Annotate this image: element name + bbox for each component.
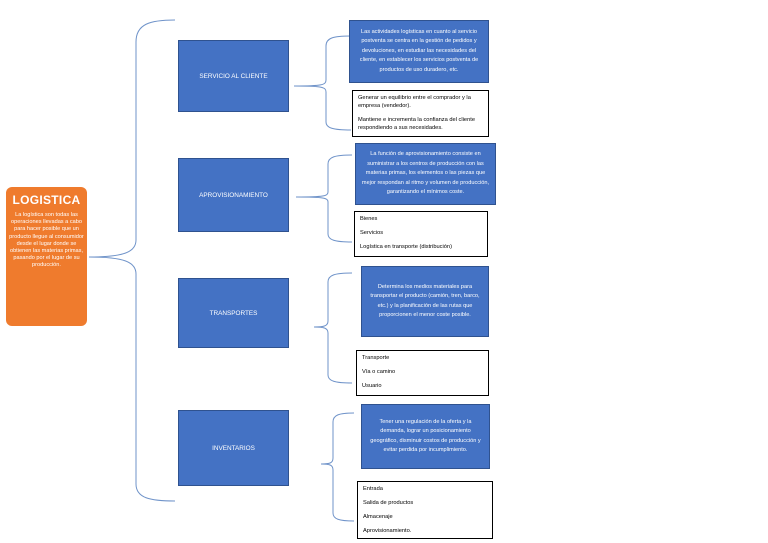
category-transportes: TRANSPORTES	[178, 278, 289, 348]
root-description: La logística son todas las operaciones l…	[9, 212, 84, 269]
inventarios-description-box: Tener una regulación de la oferta y la d…	[361, 404, 490, 469]
root-title: LOGISTICA	[12, 193, 81, 207]
list-item: Aprovisionamiento.	[363, 528, 412, 534]
category-aprovisionamiento: APROVISIONAMIENTO	[178, 158, 289, 232]
category-servicio-al-cliente: SERVICIO AL CLIENTE	[178, 40, 289, 112]
list-item: Entrada	[363, 486, 383, 492]
list-item: Bienes	[360, 216, 378, 222]
servicio-description-box: Las actividades logísticas en cuanto al …	[349, 20, 489, 83]
category-inventarios: INVENTARIOS	[178, 410, 289, 486]
transportes-items-box: Transporte Vía o camino Usuario	[356, 350, 489, 396]
transportes-description-box: Determina los medios materiales para tra…	[361, 266, 489, 337]
list-item: Almacenaje	[363, 514, 393, 520]
aprovisionamiento-items-box: Bienes Servicios Logística en transporte…	[354, 211, 488, 257]
list-item: Servicios	[360, 230, 384, 236]
list-item: Mantiene e incrementa la confianza del c…	[358, 117, 475, 131]
aprovisionamiento-description-box: La función de aprovisionamiento consiste…	[355, 143, 496, 205]
logistica-root-box: LOGISTICA La logística son todas las ope…	[6, 187, 87, 326]
servicio-items-box: Generar un equilibrio entre el comprador…	[352, 90, 489, 137]
list-item: Salida de productos	[363, 500, 414, 506]
list-item: Vía o camino	[362, 369, 396, 375]
list-item: Logística en transporte (distribución)	[360, 244, 452, 250]
list-item: Generar un equilibrio entre el comprador…	[358, 95, 471, 109]
list-item: Usuario	[362, 383, 382, 389]
inventarios-items-box: Entrada Salida de productos Almacenaje A…	[357, 481, 493, 539]
list-item: Transporte	[362, 355, 390, 361]
